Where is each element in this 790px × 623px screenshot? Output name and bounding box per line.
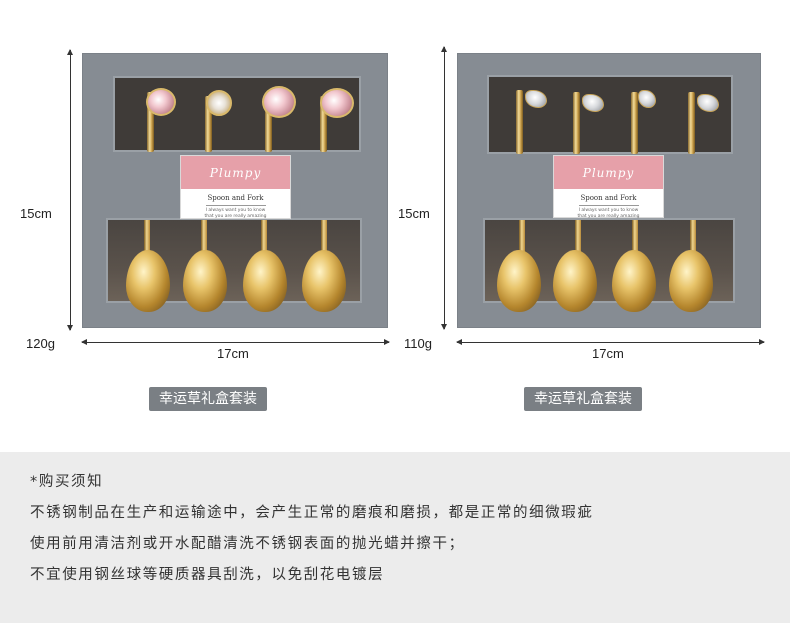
left-product-caption: 幸运草礼盒套装 [149,387,267,411]
right-width-arrow [456,339,765,345]
bird-charm-icon [582,94,604,112]
right-card-subtitle-1: I always want you to know [578,208,639,213]
spoon-stem [632,220,638,260]
fork-handle [516,90,523,154]
spoon-handle [265,96,272,152]
spoon-bowl [669,250,713,312]
fork-handle [573,92,580,154]
spoon-bowl [612,250,656,312]
right-brand-card: Plumpy Spoon and Fork I always want you … [553,155,664,219]
right-height-label: 15cm [398,206,430,221]
spoon-stem [261,220,267,258]
spoon-bowl [302,250,346,312]
notice-heading: *购买须知 [30,474,104,490]
right-width-label: 17cm [592,346,624,361]
card-divider [578,205,639,206]
spoon-stem [321,220,327,258]
fork-handle [631,92,638,154]
reindeer-charm-icon [697,94,719,112]
fork-handle [688,92,695,154]
flower-charm-icon [320,88,354,118]
notice-line-1: 不锈钢制品在生产和运输途中，会产生正常的磨痕和磨损，都是正常的细微瑕疵 [30,505,594,521]
right-top-window [487,75,733,154]
notice-line-3: 不宜使用钢丝球等硬质器具刮洗，以免刮花电镀层 [30,567,385,583]
spoon-stem [201,220,207,258]
left-card-subtitle-2: that you are really amazing [204,214,267,219]
left-card-title: Spoon and Fork [207,194,264,202]
purchase-notice: *购买须知 不锈钢制品在生产和运输途中，会产生正常的磨痕和磨损，都是正常的细微瑕… [0,452,790,623]
right-card-brand: Plumpy [554,156,663,189]
spoon-bowl [243,250,287,312]
spoon-stem [519,220,525,260]
right-product-caption: 幸运草礼盒套装 [524,387,642,411]
spoon-stem [690,220,696,260]
right-card-title: Spoon and Fork [580,194,637,202]
left-width-arrow [81,339,390,345]
spoon-handle [205,96,212,152]
rose-charm-icon [262,86,296,118]
left-weight-label: 120g [26,336,55,351]
spoon-bowl [497,250,541,312]
left-card-brand: Plumpy [181,156,290,189]
star-charm-icon [638,90,656,108]
left-width-label: 17cm [217,346,249,361]
cat-charm-icon [525,90,547,108]
notice-line-2: 使用前用清洁剂或开水配醋清洗不锈钢表面的抛光蜡并擦干； [30,536,465,552]
card-divider [205,205,266,206]
spoon-bowl [183,250,227,312]
clover-charm-icon [146,88,176,116]
left-height-arrow [67,49,73,331]
left-height-label: 15cm [20,206,52,221]
spoon-stem [575,220,581,260]
spoon-bowl [126,250,170,312]
right-height-arrow [441,46,447,330]
spoon-handle [147,92,154,152]
wheel-charm-icon [206,90,232,116]
left-card-subtitle-1: I always want you to know [205,208,266,213]
left-brand-card: Plumpy Spoon and Fork I always want you … [180,155,291,219]
right-weight-label: 110g [404,336,432,351]
spoon-stem [144,220,150,258]
spoon-handle [320,96,327,152]
spoon-bowl [553,250,597,312]
right-card-subtitle-2: that you are really amazing [577,214,640,219]
